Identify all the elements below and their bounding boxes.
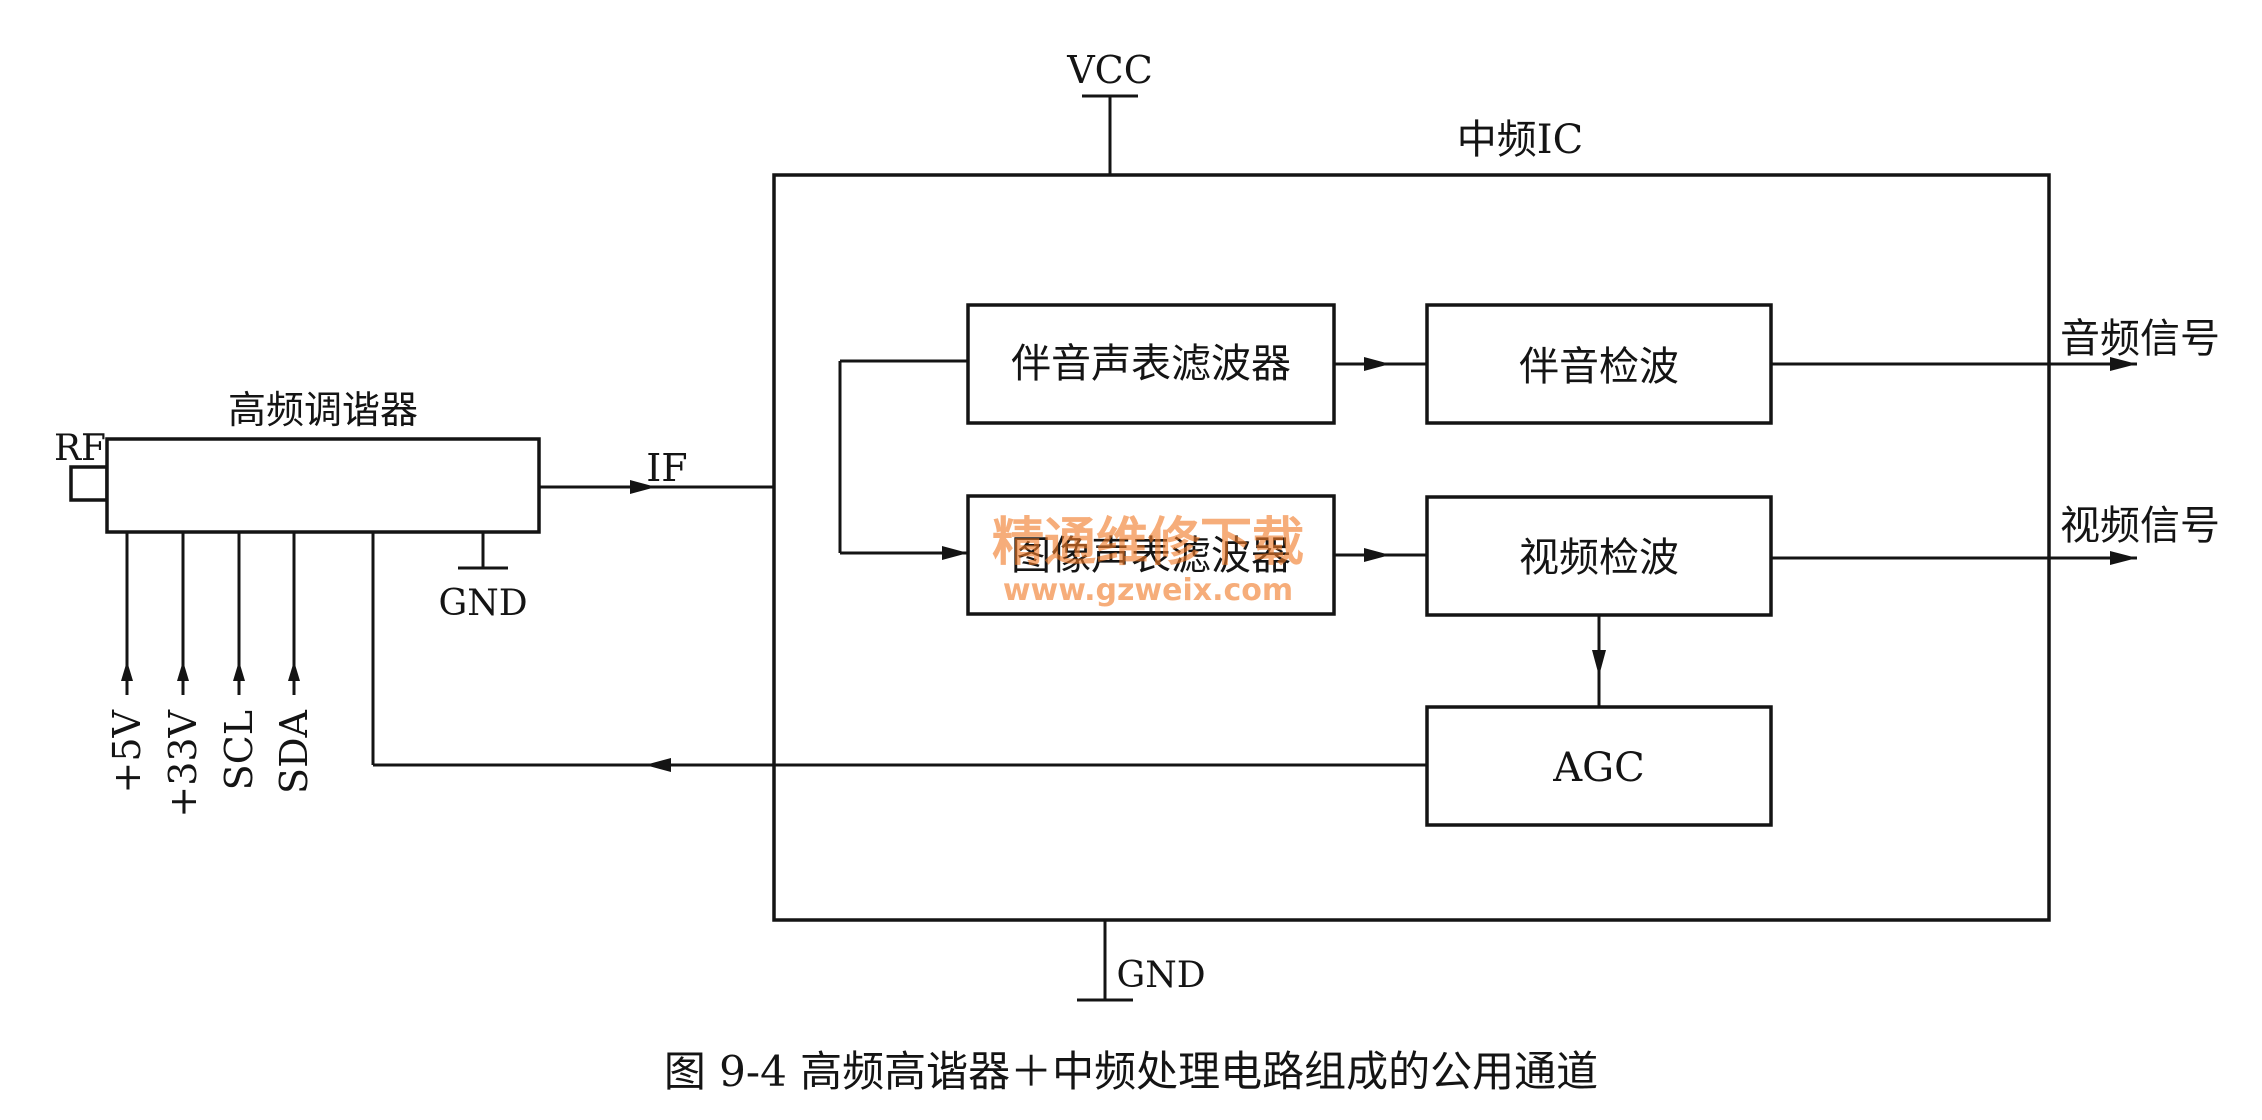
- image-saw-filter-label: 图像声表滤波器: [1011, 533, 1291, 579]
- image-filter-to-detector-line: [1334, 548, 1427, 562]
- if-label: IF: [646, 446, 687, 490]
- arrowhead-icon: [288, 661, 300, 681]
- arrowhead-icon: [233, 661, 245, 681]
- arrowhead-icon: [645, 758, 671, 772]
- pin-5v-line: [121, 532, 133, 695]
- arrowhead-icon: [1364, 357, 1390, 371]
- audio-signal-label: 音频信号: [2060, 316, 2220, 362]
- pin-scl-line: [233, 532, 245, 695]
- if-ic-block: [772, 173, 2051, 922]
- pin-33v-line: [177, 532, 189, 695]
- arrowhead-icon: [2110, 551, 2137, 565]
- watermark-url: www.gzweix.com: [1003, 573, 1293, 608]
- if-to-image-filter-line: [840, 546, 968, 560]
- arrowhead-icon: [1364, 548, 1390, 562]
- video-detector-to-agc-line: [1592, 615, 1606, 707]
- video-detector-block: [1425, 495, 1773, 617]
- sound-detector-block: [1425, 303, 1773, 425]
- pin-sda-line: [288, 532, 300, 695]
- video-detector-label: 视频检波: [1519, 535, 1679, 581]
- sound-saw-filter-label: 伴音声表滤波器: [1011, 341, 1291, 387]
- agc-label: AGC: [1552, 745, 1644, 791]
- arrowhead-icon: [121, 661, 133, 681]
- sound-saw-filter-block: [966, 303, 1336, 425]
- arrowhead-icon: [942, 546, 968, 560]
- arrowhead-icon: [2110, 357, 2137, 371]
- video-signal-label: 视频信号: [2060, 503, 2220, 549]
- arrowhead-icon: [630, 480, 656, 494]
- pin-5v-label: +5V: [105, 709, 149, 793]
- arrowhead-icon: [177, 661, 189, 681]
- video-output-line: [1771, 551, 2137, 565]
- sound-detector-label: 伴音检波: [1519, 344, 1679, 390]
- vcc-label: VCC: [1066, 48, 1153, 92]
- sound-filter-to-detector-line: [1334, 357, 1427, 371]
- pin-scl-label: SCL: [217, 710, 261, 790]
- audio-output-line: [1771, 357, 2137, 371]
- figure-caption: 图 9-4 高频高谐器＋中频处理电路组成的公用通道: [664, 1047, 1598, 1096]
- pin-sda-label: SDA: [272, 709, 316, 793]
- agc-block: [1425, 705, 1773, 827]
- tuner-title: 高频调谐器: [228, 388, 418, 432]
- if-ic-title: 中频IC: [1457, 117, 1583, 163]
- pin-33v-label: +33V: [161, 709, 205, 817]
- arrowhead-icon: [1592, 650, 1606, 676]
- ic-gnd-label: GND: [1116, 955, 1205, 996]
- tuner-gnd-label: GND: [438, 583, 527, 624]
- agc-feedback-bottom-line: [373, 758, 1427, 772]
- image-saw-filter-block: [966, 494, 1336, 616]
- watermark-text: 精通维修下载: [992, 513, 1304, 573]
- rf-connector: [69, 465, 109, 502]
- tuner-block: [105, 437, 541, 534]
- rf-label: RF: [54, 428, 106, 469]
